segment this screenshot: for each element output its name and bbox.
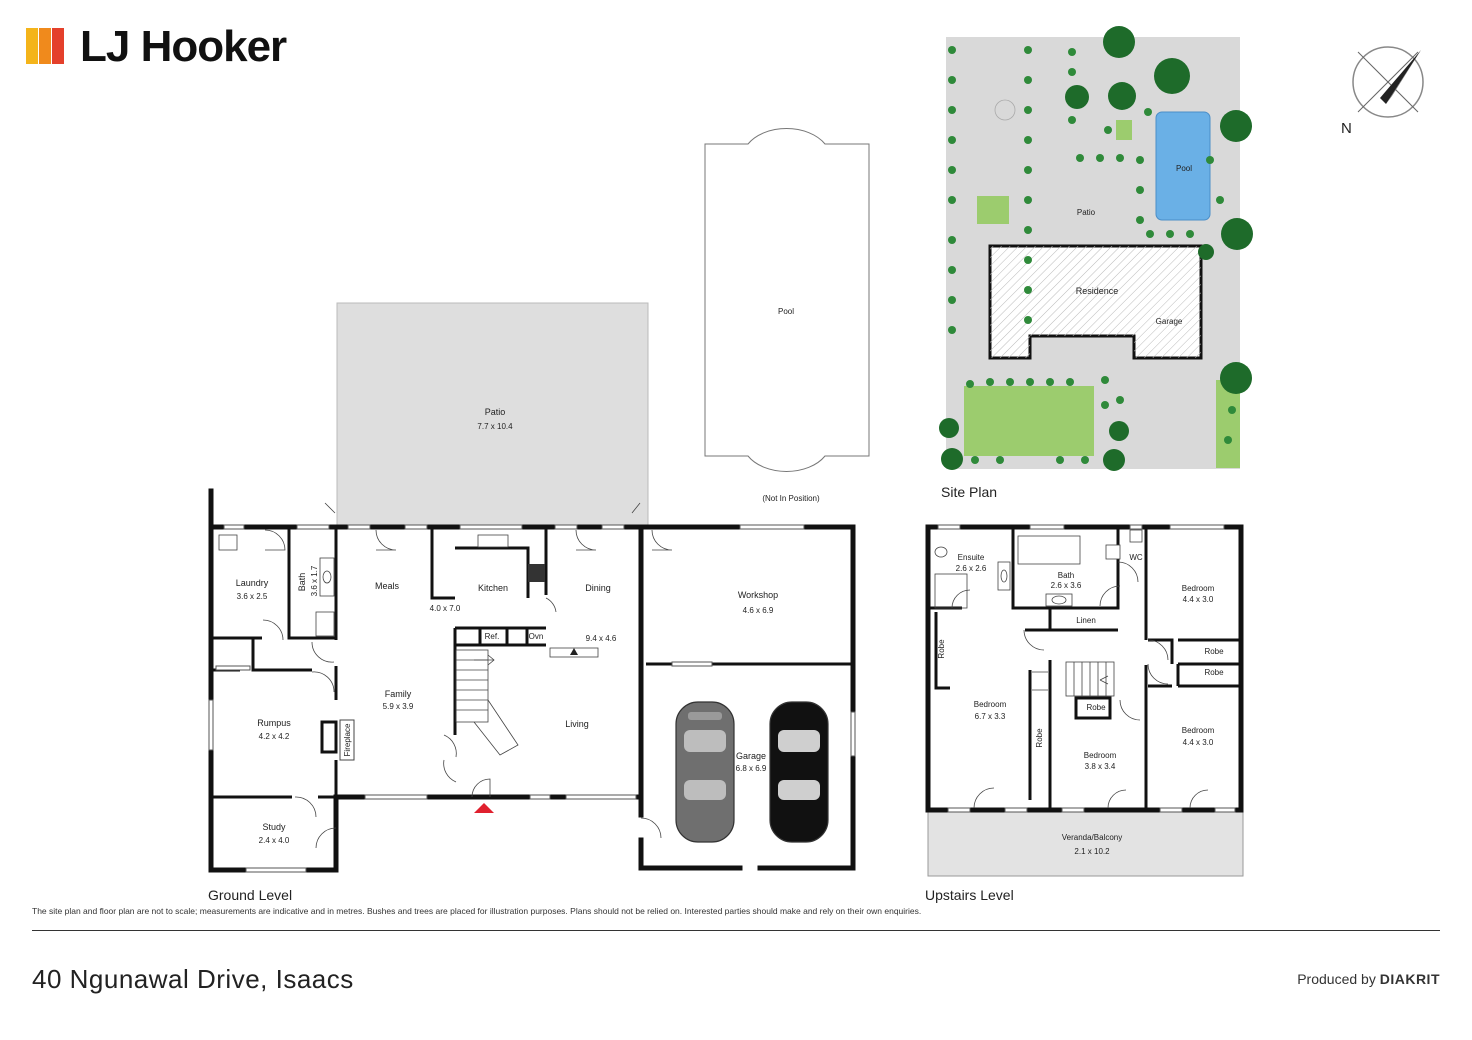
pool-label: Pool [778, 307, 794, 316]
kitchen-label: Kitchen [478, 583, 508, 593]
fireplace-box [320, 720, 338, 754]
garage-dims: 6.8 x 6.9 [736, 764, 767, 773]
living-label: Living [565, 719, 589, 729]
bedroom-ne-dims: 4.4 x 3.0 [1183, 595, 1214, 604]
brand-name: LJ Hooker [80, 22, 287, 71]
fireplace-label: Fireplace [343, 723, 352, 756]
site-pool [1155, 111, 1211, 221]
logo-bar-3 [52, 28, 64, 64]
bath-dims: 3.6 x 1.7 [310, 565, 319, 596]
patio-label: Patio [485, 407, 506, 417]
patio-dims: 7.7 x 10.4 [477, 422, 513, 431]
logo-bar-2 [39, 28, 51, 64]
ground-level-title: Ground Level [208, 887, 293, 903]
family-label: Family [385, 689, 412, 699]
study-dims: 2.4 x 4.0 [259, 836, 290, 845]
upstairs-level-title: Upstairs Level [925, 887, 1014, 903]
study-label: Study [262, 822, 286, 832]
car-grey [675, 701, 735, 843]
property-address: 40 Ngunawal Drive, Isaacs [32, 964, 354, 994]
bedroom-ne-label: Bedroom [1182, 584, 1215, 593]
bath-label: Bath [297, 573, 307, 592]
divider [32, 930, 1440, 931]
north-label: N [1341, 120, 1352, 137]
kitchen-dims: 4.0 x 7.0 [430, 604, 461, 613]
up-bath-dims: 2.6 x 3.6 [1051, 581, 1082, 590]
up-bath-label: Bath [1058, 571, 1074, 580]
rumpus-dims: 4.2 x 4.2 [259, 732, 290, 741]
laundry-dims: 3.6 x 2.5 [237, 592, 268, 601]
oven-label: Ovn [529, 632, 544, 641]
ref-label: Ref. [485, 632, 500, 641]
family-dims: 5.9 x 3.9 [383, 702, 414, 711]
veranda-dims: 2.1 x 10.2 [1074, 847, 1110, 856]
site-pool-label: Pool [1176, 164, 1192, 173]
produced-by-prefix: Produced by [1297, 971, 1376, 987]
meals-label: Meals [375, 581, 400, 591]
entry-marker [474, 803, 494, 813]
pool-note: (Not In Position) [762, 494, 820, 503]
site-plan-title: Site Plan [941, 484, 998, 500]
produced-by: Produced by DIAKRIT [1297, 971, 1440, 987]
robe-mid-label: Robe [1035, 728, 1044, 748]
workshop-label: Workshop [738, 590, 778, 600]
site-residence-label: Residence [1076, 286, 1119, 296]
garage-label: Garage [736, 751, 766, 761]
logo-bar-1 [26, 28, 38, 64]
bedroom-mid-label: Bedroom [1084, 751, 1117, 760]
laundry-label: Laundry [236, 578, 269, 588]
robe-center-label: Robe [1086, 703, 1106, 712]
brand-logo [26, 26, 66, 66]
dining-dims: 9.4 x 4.6 [586, 634, 617, 643]
bedroom-se-dims: 4.4 x 3.0 [1183, 738, 1214, 747]
robe-e1-label: Robe [1204, 647, 1224, 656]
dining-label: Dining [585, 583, 611, 593]
site-trees [939, 26, 1253, 471]
workshop-dims: 4.6 x 6.9 [743, 606, 774, 615]
robe-e2-label: Robe [1204, 668, 1224, 677]
ensuite-label: Ensuite [958, 553, 985, 562]
ground-stairs [455, 649, 519, 756]
bedroom-main-dims: 6.7 x 3.3 [975, 712, 1006, 721]
ensuite-dims: 2.6 x 2.6 [956, 564, 987, 573]
lawn-area [964, 386, 1094, 456]
pool-outline [704, 128, 870, 472]
disclaimer-text: The site plan and floor plan are not to … [32, 906, 922, 916]
produced-by-company: DIAKRIT [1379, 971, 1440, 987]
site-garage-label: Garage [1156, 317, 1183, 326]
veranda-area [927, 811, 1244, 877]
bedroom-main-label: Bedroom [974, 700, 1007, 709]
bedroom-mid-dims: 3.8 x 3.4 [1085, 762, 1116, 771]
site-patio-label: Patio [1077, 208, 1096, 217]
robe-left-label: Robe [937, 639, 946, 659]
bedroom-se-label: Bedroom [1182, 726, 1215, 735]
patio-area [336, 302, 649, 528]
veranda-label: Veranda/Balcony [1062, 833, 1123, 842]
car-black [769, 701, 829, 843]
linen-label: Linen [1076, 616, 1096, 625]
wc-label: WC [1129, 553, 1143, 562]
rumpus-label: Rumpus [257, 718, 291, 728]
